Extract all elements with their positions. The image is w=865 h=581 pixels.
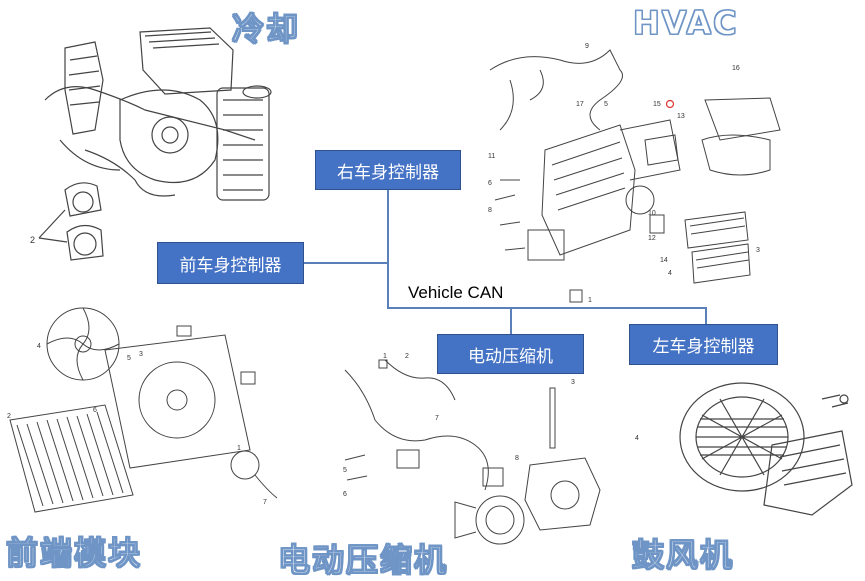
bus-line-lbcm-v [705,307,707,324]
callout-front-6: 1 [237,445,241,452]
bus-line-main-h [387,307,707,309]
callout-hvac-8: 6 [488,180,492,187]
callout-ecomp-8: 8 [515,455,519,462]
ecu-box-e-compressor: 电动压缩机 [437,334,584,374]
callout-ecomp-4: 4 [635,435,639,442]
callout-hvac-11: 12 [648,235,656,242]
callout-front-1: 4 [37,343,41,350]
can-bus-label: Vehicle CAN [408,283,504,302]
callout-hvac-3: 17 [576,101,584,108]
zone-title-hvac: HVAC [633,4,739,43]
callout-cooling: 2 [30,235,35,245]
bus-line-ecomp-v [510,307,512,334]
callout-ecomp-6: 6 [343,491,347,498]
e-compressor-drawing: 1 2 3 4 5 6 7 8 [343,353,639,545]
ecu-box-front-bcm: 前车身控制器 [157,242,304,284]
callout-hvac-1: 9 [585,43,589,50]
zone-title-e-compressor: 电动压缩机 [277,541,449,580]
callout-front-3: 6 [93,407,97,414]
callout-ecomp-3: 3 [571,379,575,386]
ecu-box-left-bcm: 左车身控制器 [629,324,778,365]
zone-title-front-module: 前端模块 [5,534,143,573]
bus-line-fbcm-h [304,262,388,264]
callout-hvac-13: 4 [668,270,672,277]
bus-line-trunk-v [387,190,389,308]
callout-ecomp-1: 1 [383,353,387,360]
ecu-box-right-bcm: 右车身控制器 [315,150,461,190]
callout-front-2: 5 [127,355,131,362]
callout-front-5: 2 [7,413,11,420]
callout-hvac-9: 8 [488,207,492,214]
callout-front-4: 3 [139,351,143,358]
callout-hvac-7: 11 [488,153,495,160]
cooling-assembly-drawing: 2 [30,27,272,261]
zone-title-blower: 鼓风机 [631,536,735,575]
callout-hvac-10: 10 [648,210,656,217]
callout-hvac-15: 1 [588,297,592,304]
front-module-drawing: 4 5 6 3 2 1 7 [7,307,278,513]
callout-front-7: 7 [263,499,267,506]
blower-drawing [679,382,853,516]
zone-title-cooling: 冷却 [231,10,301,49]
callout-hvac-4: 5 [604,101,608,108]
callout-hvac-14: 3 [756,247,760,254]
callout-hvac-12: 14 [660,257,668,264]
callout-hvac-5: 15 [653,101,661,108]
callout-ecomp-2: 2 [405,353,409,360]
hvac-assembly-drawing: 9 16 17 5 15 13 11 6 8 10 12 14 4 3 1 [488,43,781,304]
callout-ecomp-7: 7 [435,415,439,422]
callout-hvac-6: 13 [677,113,685,120]
callout-ecomp-5: 5 [343,467,347,474]
callout-hvac-2: 16 [732,65,740,72]
